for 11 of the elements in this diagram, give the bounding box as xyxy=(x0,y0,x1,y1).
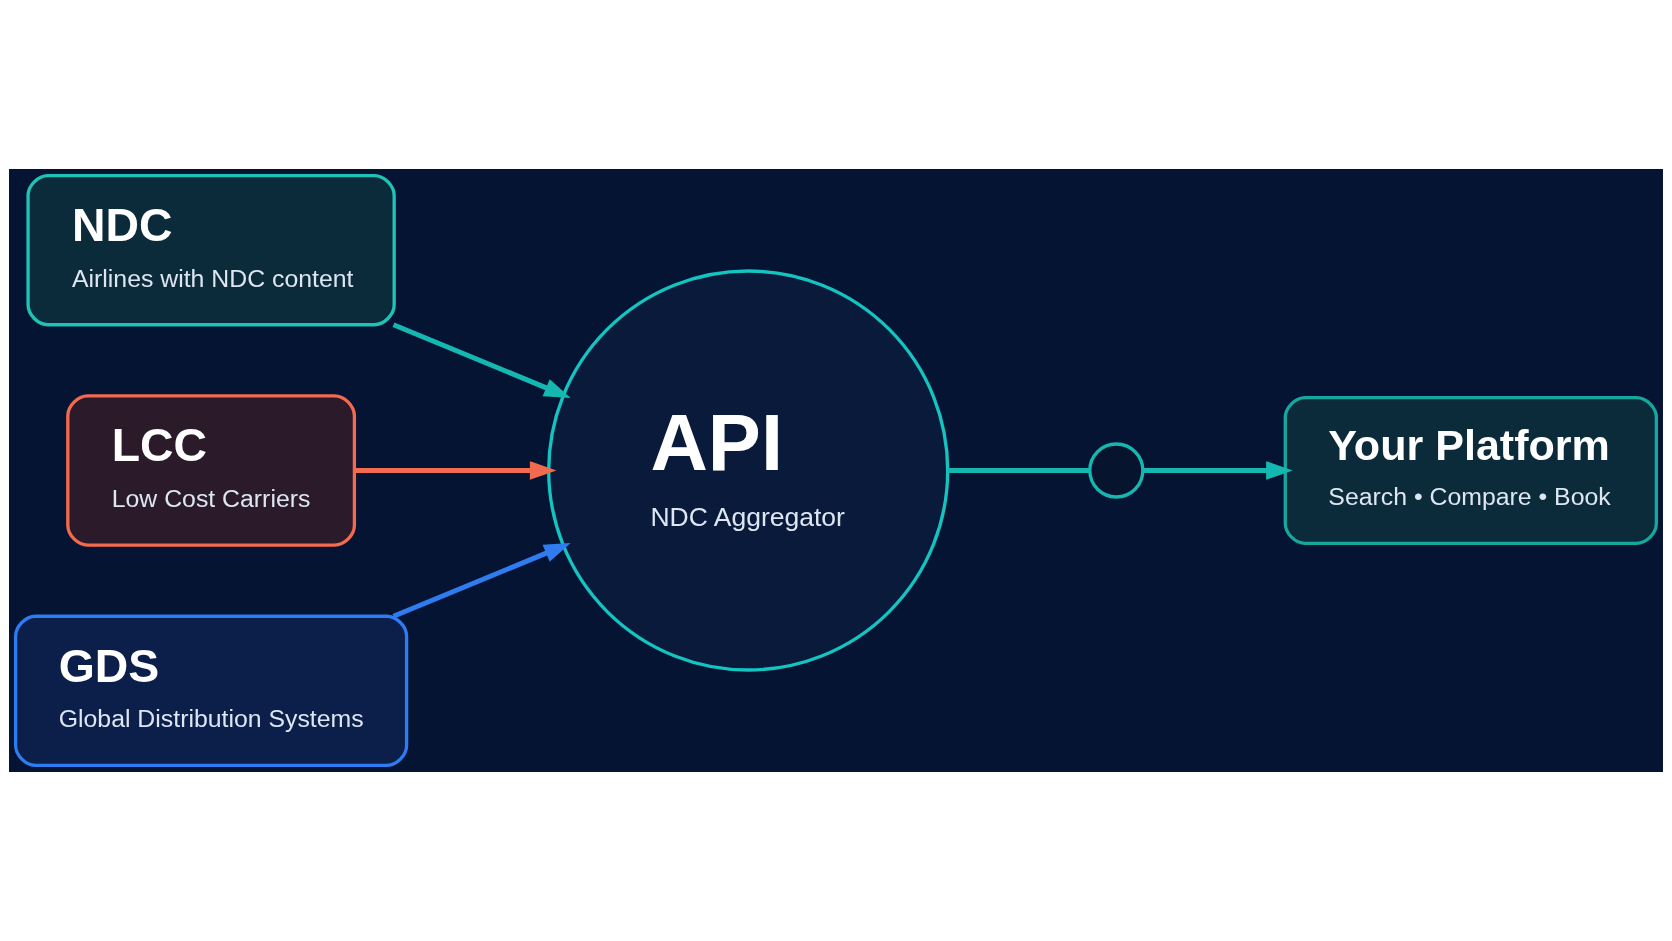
node-box: Your Platform Search • Compare • Book xyxy=(1283,395,1658,546)
arrow xyxy=(355,461,557,480)
arrow xyxy=(392,543,571,619)
node-circle: API NDC Aggregator xyxy=(547,269,950,672)
node-box: NDC Airlines with NDC content xyxy=(26,173,396,327)
node-box: LCC Low Cost Carriers xyxy=(66,394,357,547)
connector xyxy=(947,468,1090,473)
node-box: GDS Global Distribution Systems xyxy=(14,614,409,768)
arrow xyxy=(1143,461,1293,480)
node-circle xyxy=(1088,442,1145,499)
arrow xyxy=(392,322,571,398)
